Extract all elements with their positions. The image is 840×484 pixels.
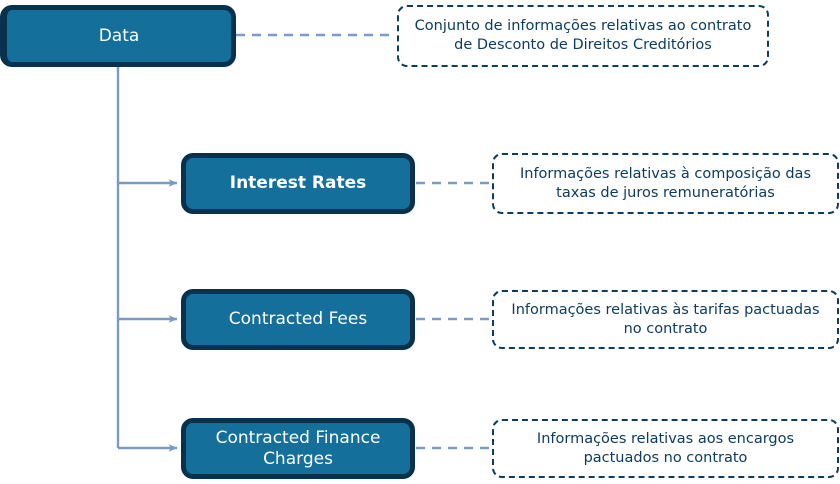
node-contracted-finance-charges-label: Contracted Finance Charges: [215, 427, 381, 469]
node-interest-rates[interactable]: Interest Rates: [181, 153, 415, 214]
note-data-text: Conjunto de informações relativas ao con…: [414, 18, 752, 53]
note-contracted-fees-text: Informações relativas às tarifas pactuad…: [511, 301, 820, 337]
note-contracted-finance-charges-text: Informações relativas aos encargos pactu…: [536, 430, 795, 466]
note-data: Conjunto de informações relativas ao con…: [397, 5, 769, 67]
note-interest-rates: Informações relativas à composição das t…: [492, 153, 839, 214]
node-data-label: Data: [98, 25, 140, 46]
node-contracted-fees-label: Contracted Fees: [228, 309, 368, 330]
note-interest-rates-text: Informações relativas à composição das t…: [519, 165, 811, 201]
note-contracted-fees: Informações relativas às tarifas pactuad…: [492, 290, 839, 349]
node-contracted-finance-charges[interactable]: Contracted Finance Charges: [181, 418, 415, 479]
node-interest-rates-label: Interest Rates: [229, 173, 367, 194]
note-contracted-finance-charges: Informações relativas aos encargos pactu…: [492, 419, 839, 478]
node-data[interactable]: Data: [0, 5, 236, 67]
node-contracted-fees[interactable]: Contracted Fees: [181, 289, 415, 350]
